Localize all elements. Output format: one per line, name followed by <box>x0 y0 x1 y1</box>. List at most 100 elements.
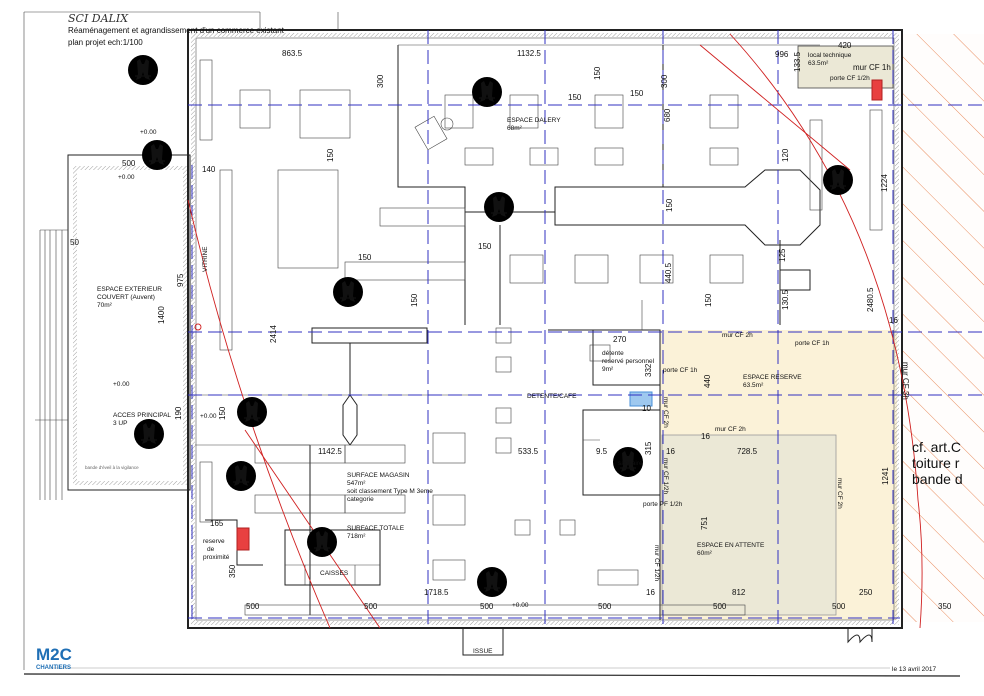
dimension-label: 500 <box>246 602 260 611</box>
dimension-label: 1241 <box>881 467 890 485</box>
dimension-label: 975 <box>176 273 185 287</box>
dimension-label: 1718.5 <box>424 588 449 597</box>
evacuation-figure-icon <box>483 191 515 223</box>
evacuation-figure-icon <box>225 460 257 492</box>
dimension-label: 440.5 <box>664 262 673 283</box>
dimension-label: 751 <box>700 516 709 530</box>
room-labels: local technique 63.5m² ESPACE DALERY 68m… <box>85 52 963 577</box>
room-label: 70m² <box>97 302 113 309</box>
room-label: COUVERT (Auvent) <box>97 294 155 301</box>
wall-label: mur CF 2h <box>662 397 669 428</box>
dimension-label: 300 <box>660 74 669 88</box>
room-label: 718m² <box>347 533 366 540</box>
wall-label: porte CF 1h <box>795 340 830 347</box>
wall-label: mur CF 1/2h <box>662 458 669 495</box>
wall-label: mur CF 2h <box>715 426 746 433</box>
dimension-label: 863.5 <box>282 49 303 58</box>
room-label: categorie <box>347 496 374 503</box>
room-label: ACCES PRINCIPAL <box>113 412 171 419</box>
note-label: toiture r <box>912 455 960 471</box>
client-name: SCI DALIX <box>68 12 129 25</box>
scale-label: plan projet ech:1/100 <box>68 38 143 47</box>
level-label: +0.00 <box>113 381 130 388</box>
evacuation-figure-icon <box>471 76 503 108</box>
dimension-label: 150 <box>358 253 372 262</box>
dimension-label: 812 <box>732 588 746 597</box>
exit-label: ISSUE <box>473 648 493 655</box>
dimension-label: 120 <box>781 148 790 162</box>
dimension-label: 150 <box>568 93 582 102</box>
evacuation-figure-icon <box>306 526 338 558</box>
dimension-label: 533.5 <box>518 447 539 456</box>
dimension-label: 50 <box>70 238 79 247</box>
dimension-label: 125 <box>778 248 787 262</box>
project-title: Réaménagement et agrandissement d'un com… <box>68 26 285 35</box>
dimension-label: 1400 <box>157 306 166 324</box>
dimension-label: 680 <box>663 108 672 122</box>
room-label: reservé personnel <box>602 358 655 365</box>
dimension-label: 150 <box>630 89 644 98</box>
evacuation-figure-icon <box>127 54 159 86</box>
room-label: proximité <box>203 554 230 561</box>
dimension-label: 16 <box>889 316 898 325</box>
dimension-label: 500 <box>832 602 846 611</box>
dimension-label: 133.5 <box>793 51 802 72</box>
room-label: ESPACE DALERY <box>507 117 561 124</box>
dimension-label: 500 <box>122 159 136 168</box>
room-label: SURFACE TOTALE <box>347 525 405 532</box>
room-label: ESPACE EXTERIEUR <box>97 286 162 293</box>
note-label: bande d <box>912 471 963 487</box>
dimension-label: 150 <box>218 406 227 420</box>
room-label: 547m² <box>347 480 366 487</box>
dimension-label: 150 <box>478 242 492 251</box>
dimension-label: 190 <box>174 406 183 420</box>
level-label: +0.00 <box>512 602 529 609</box>
dimension-label: 500 <box>364 602 378 611</box>
dimension-label: 10 <box>642 404 651 413</box>
wall-label: mur CF 1h <box>853 63 891 72</box>
dimension-label: 140 <box>202 165 216 174</box>
hatched-zone <box>903 34 984 622</box>
room-label: local technique <box>808 52 852 59</box>
m2c-logo: M2C <box>36 645 72 664</box>
wall-label: mur CF 2h <box>722 332 753 339</box>
date-label: le 13 avril 2017 <box>892 666 936 673</box>
dimension-label: 300 <box>376 74 385 88</box>
dimension-label: 1224 <box>880 174 889 192</box>
extinguisher-icon <box>236 527 250 551</box>
sheet-border <box>23 673 961 677</box>
espace-attente-zone <box>661 434 837 616</box>
dimension-label: 270 <box>613 335 627 344</box>
dimension-label: 500 <box>480 602 494 611</box>
wall-label: mur CF 2h <box>836 478 843 509</box>
wall-label: porte CF 1/2h <box>830 75 870 82</box>
wall-label: porte PF 1/2h <box>643 501 683 508</box>
level-label: +0.00 <box>140 129 157 136</box>
dimension-label: 150 <box>410 293 419 307</box>
room-label: reserve <box>203 538 225 545</box>
room-label: 9m² <box>602 366 614 373</box>
dimension-label: 440 <box>703 374 712 388</box>
dimension-label: 1142.5 <box>318 447 342 456</box>
evacuation-figure-icon <box>476 566 508 598</box>
room-label: soit classement Type M 3eme <box>347 488 433 495</box>
m2c-logo-sub: CHANTIERS <box>36 665 71 671</box>
dimension-label: 350 <box>938 602 952 611</box>
dimension-label: 315 <box>644 441 653 455</box>
wall-label: mur CF 1/2h <box>653 545 660 582</box>
dimension-label: 150 <box>704 293 713 307</box>
room-label: CAISSES <box>320 570 349 577</box>
evacuation-figure-icon <box>332 276 364 308</box>
level-labels: +0.00 +0.00 +0.00 +0.00 +0.00 <box>113 129 529 609</box>
room-label: ESPACE EN ATTENTE <box>697 542 765 549</box>
room-label: bande d'éveil à la vigilance <box>85 465 139 470</box>
dimension-label: 16 <box>666 447 675 456</box>
evacuation-figure-icon <box>236 396 268 428</box>
dimension-label: 500 <box>598 602 612 611</box>
note-label: cf. art.C <box>912 439 961 455</box>
room-label: détente <box>602 350 624 357</box>
dimension-label: 9.5 <box>596 447 608 456</box>
dimension-label: 350 <box>228 564 237 578</box>
room-label: DETENTE/CAFE <box>527 393 577 400</box>
exterior-canopy <box>35 154 191 500</box>
